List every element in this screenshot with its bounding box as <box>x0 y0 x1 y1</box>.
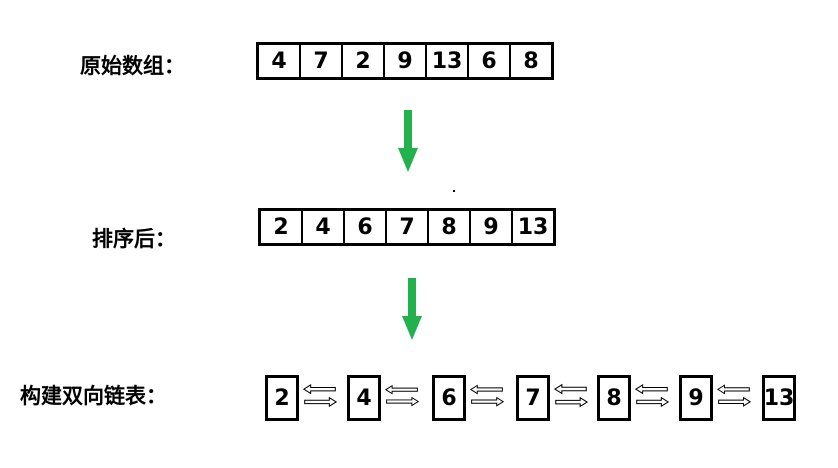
double-arrow-icon <box>470 384 504 407</box>
list-node: 6 <box>432 375 466 421</box>
sorted-array-cell: 4 <box>301 211 343 243</box>
list-node: 13 <box>762 375 796 421</box>
double-arrow-icon <box>303 384 337 408</box>
list-node: 4 <box>347 375 381 421</box>
sorted-array-cell: 13 <box>511 211 553 243</box>
array-cell: 2 <box>341 45 383 77</box>
array-cell: 8 <box>509 45 551 77</box>
double-arrow-icon <box>385 384 419 407</box>
array-cell: 9 <box>383 45 425 77</box>
down-arrow-icon <box>402 278 422 340</box>
array-cell: 4 <box>271 48 287 74</box>
down-arrow-icon <box>398 110 418 172</box>
array-cell: 6 <box>467 45 509 77</box>
double-arrow-icon <box>635 384 669 408</box>
array-cell: 13 <box>425 45 467 77</box>
sorted-array-cell: 9 <box>469 211 511 243</box>
double-arrow-icon <box>717 384 751 407</box>
list-node: 7 <box>516 375 550 421</box>
sorted-array-cell: 8 <box>427 211 469 243</box>
list-node: 2 <box>265 375 299 421</box>
label-sorted: 排序后： <box>92 227 176 251</box>
sorted-array-cell: 7 <box>385 211 427 243</box>
label-doubly-linked-list: 构建双向链表： <box>20 384 167 408</box>
label-original-array: 原始数组： <box>80 54 185 78</box>
double-arrow-icon <box>554 383 588 408</box>
array-cell: 7 <box>299 45 341 77</box>
list-node: 9 <box>679 375 713 421</box>
list-node: 8 <box>597 375 631 421</box>
sorted-array-cell: 2 <box>273 214 289 240</box>
sorted-array-cell: 6 <box>343 211 385 243</box>
stray-dot <box>453 190 455 192</box>
